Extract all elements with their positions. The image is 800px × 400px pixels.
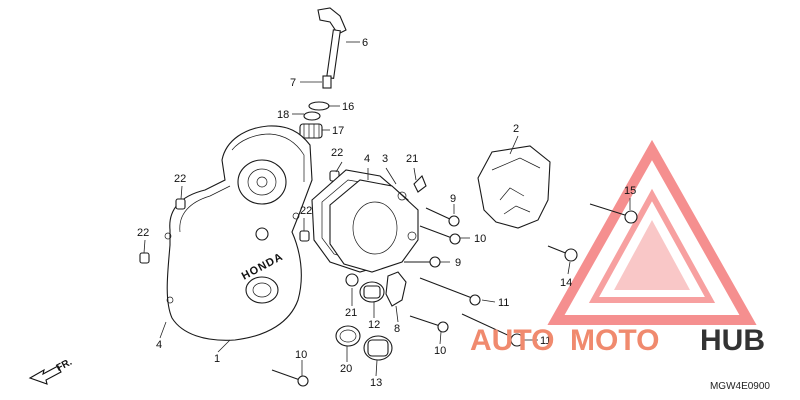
callout-10-c: 10 [295,349,307,361]
callout-7: 7 [290,77,296,89]
callout-12: 12 [368,319,380,331]
callout-5: 4 [156,339,162,351]
sprocket-cover-part [477,145,551,229]
crankcase-cover-part: HONDA [164,125,313,341]
callout-9-b: 9 [455,257,461,269]
callout-1: 1 [214,353,220,365]
callout-9-a: 9 [450,193,456,205]
callout-17: 17 [332,125,344,137]
seal-bearing-stack [299,101,330,139]
callout-19: 21 [345,307,357,319]
callout-3: 3 [382,153,388,165]
watermark-moto: MOTO [570,324,659,357]
callout-22-c: 22 [137,227,149,239]
callout-6: 6 [362,37,368,49]
watermark-text: AUTO MOTO HUB [470,324,765,357]
leader-lines [143,41,631,377]
callout-4: 4 [364,153,370,165]
callout-20: 20 [340,363,352,375]
callout-15: 15 [624,185,636,197]
callout-21: 21 [406,153,418,165]
shift-rod-part [317,7,347,89]
callout-2: 2 [513,123,519,135]
callout-8: 8 [394,323,400,335]
gasket-and-plate [311,169,419,273]
bolt-parts [271,203,638,387]
callout-10-b: 10 [434,345,446,357]
direction-label: FR. [55,357,75,374]
callout-22-a: 22 [331,147,343,159]
diagram-code: MGW4E0900 [709,381,770,392]
callout-10-a: 10 [474,233,486,245]
callout-13: 13 [370,377,382,389]
callout-labels: 6 7 16 18 17 2 4 3 21 22 22 22 22 9 10 9… [137,37,636,389]
callout-22-b: 22 [174,173,186,185]
callout-18: 18 [277,109,289,121]
callout-11-a: 11 [498,297,509,309]
direction-arrow-icon: FR. [28,357,75,385]
callout-11-b: 11 [540,335,551,347]
callout-16: 16 [342,101,354,113]
plug-parts [335,271,407,361]
watermark-auto: AUTO [470,324,554,357]
watermark-hub: HUB [700,324,765,357]
callout-14: 14 [560,277,572,289]
callout-22-d: 22 [300,205,312,217]
clip-part [413,175,427,193]
watermark-logo [547,139,757,325]
